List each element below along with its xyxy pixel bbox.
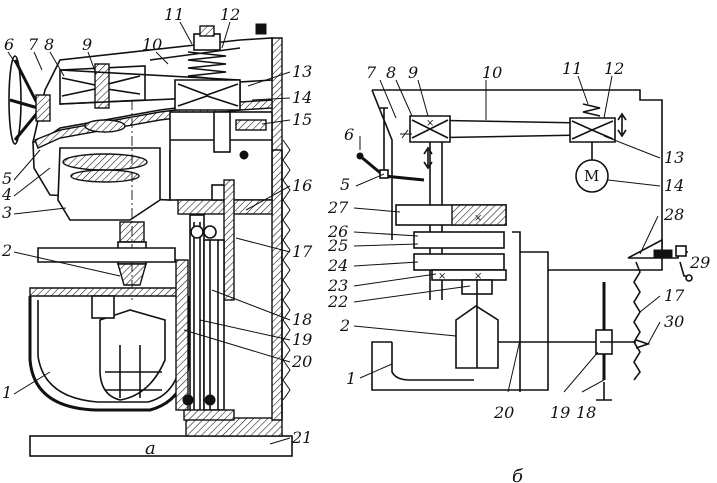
label-1: 1	[2, 383, 12, 402]
label-b-27: 27	[327, 198, 349, 217]
svg-text:×: ×	[426, 118, 434, 129]
label-15: 15	[292, 110, 312, 129]
mixing-bowl	[28, 247, 192, 412]
label-19: 19	[292, 330, 312, 349]
label-7: 7	[28, 35, 39, 54]
label-12: 12	[220, 5, 240, 24]
motor-circle	[575, 159, 609, 193]
spiral-shaft	[633, 261, 641, 381]
label-b-14: 14	[664, 176, 684, 195]
label-11: 11	[164, 5, 184, 24]
label-b-24: 24	[327, 256, 348, 275]
variator-right	[174, 23, 267, 111]
caption-b: б	[512, 466, 524, 483]
label-b-25: 25	[327, 236, 348, 255]
label-b-17: 17	[664, 286, 685, 305]
column-foot	[185, 417, 283, 437]
label-14: 14	[292, 88, 312, 107]
label-b-10: 10	[482, 63, 502, 82]
label-b-23: 23	[327, 276, 348, 295]
label-b-28: 28	[663, 205, 684, 224]
label-2: 2	[1, 241, 12, 260]
label-b-29: 29	[689, 253, 710, 272]
label-b-13: 13	[664, 148, 684, 167]
label-b-18: 18	[576, 403, 596, 422]
label-10: 10	[142, 35, 162, 54]
label-b-20: 20	[493, 403, 514, 422]
label-17: 17	[292, 242, 313, 261]
label-b-19: 19	[550, 403, 570, 422]
label-4: 4	[1, 185, 12, 204]
label-b-2: 2	[339, 316, 350, 335]
label-6: 6	[4, 35, 14, 54]
label-b-7: 7	[366, 63, 377, 82]
label-b-26: 26	[327, 222, 348, 241]
label-b-9: 9	[408, 63, 418, 82]
panel-b-labels: 7 8 9 10 11 12 13 14 28 29 17 30 6 5 27 …	[327, 59, 710, 483]
handwheel	[8, 55, 51, 145]
variator-spring	[187, 51, 227, 81]
label-5: 5	[2, 169, 12, 188]
gear-train: × × ×	[395, 142, 507, 308]
label-b-6: 6	[344, 125, 354, 144]
label-b-8: 8	[386, 63, 396, 82]
lift-mechanism	[175, 179, 273, 421]
label-b-12: 12	[604, 59, 624, 78]
label-b-5: 5	[340, 175, 350, 194]
frame-outline	[372, 89, 663, 271]
column-wall	[271, 37, 283, 421]
label-b-30: 30	[664, 312, 684, 331]
label-20: 20	[291, 352, 312, 371]
motor-letter: М	[584, 167, 599, 185]
column-corrugation	[282, 139, 291, 401]
label-3: 3	[2, 203, 12, 222]
label-21: 21	[291, 428, 312, 447]
svg-text:×: ×	[474, 271, 482, 282]
svg-text:×: ×	[438, 271, 446, 282]
label-18: 18	[292, 310, 312, 329]
spring-11	[582, 103, 601, 117]
panel-a-drawing	[8, 23, 293, 457]
label-b-22: 22	[327, 292, 348, 311]
label-b-1: 1	[346, 369, 356, 388]
panel-b-drawing: × М × × ×	[356, 89, 693, 401]
panel-a-labels: 6 7 8 9 10 11 12 13 14 15 16 17 18 19 20…	[1, 5, 313, 459]
base-plate	[29, 435, 293, 457]
label-b-11: 11	[562, 59, 582, 78]
svg-text:×: ×	[474, 213, 482, 224]
label-13: 13	[292, 62, 312, 81]
label-16: 16	[292, 176, 312, 195]
label-9: 9	[82, 35, 92, 54]
caption-a: а	[145, 438, 156, 459]
label-8: 8	[44, 35, 54, 54]
